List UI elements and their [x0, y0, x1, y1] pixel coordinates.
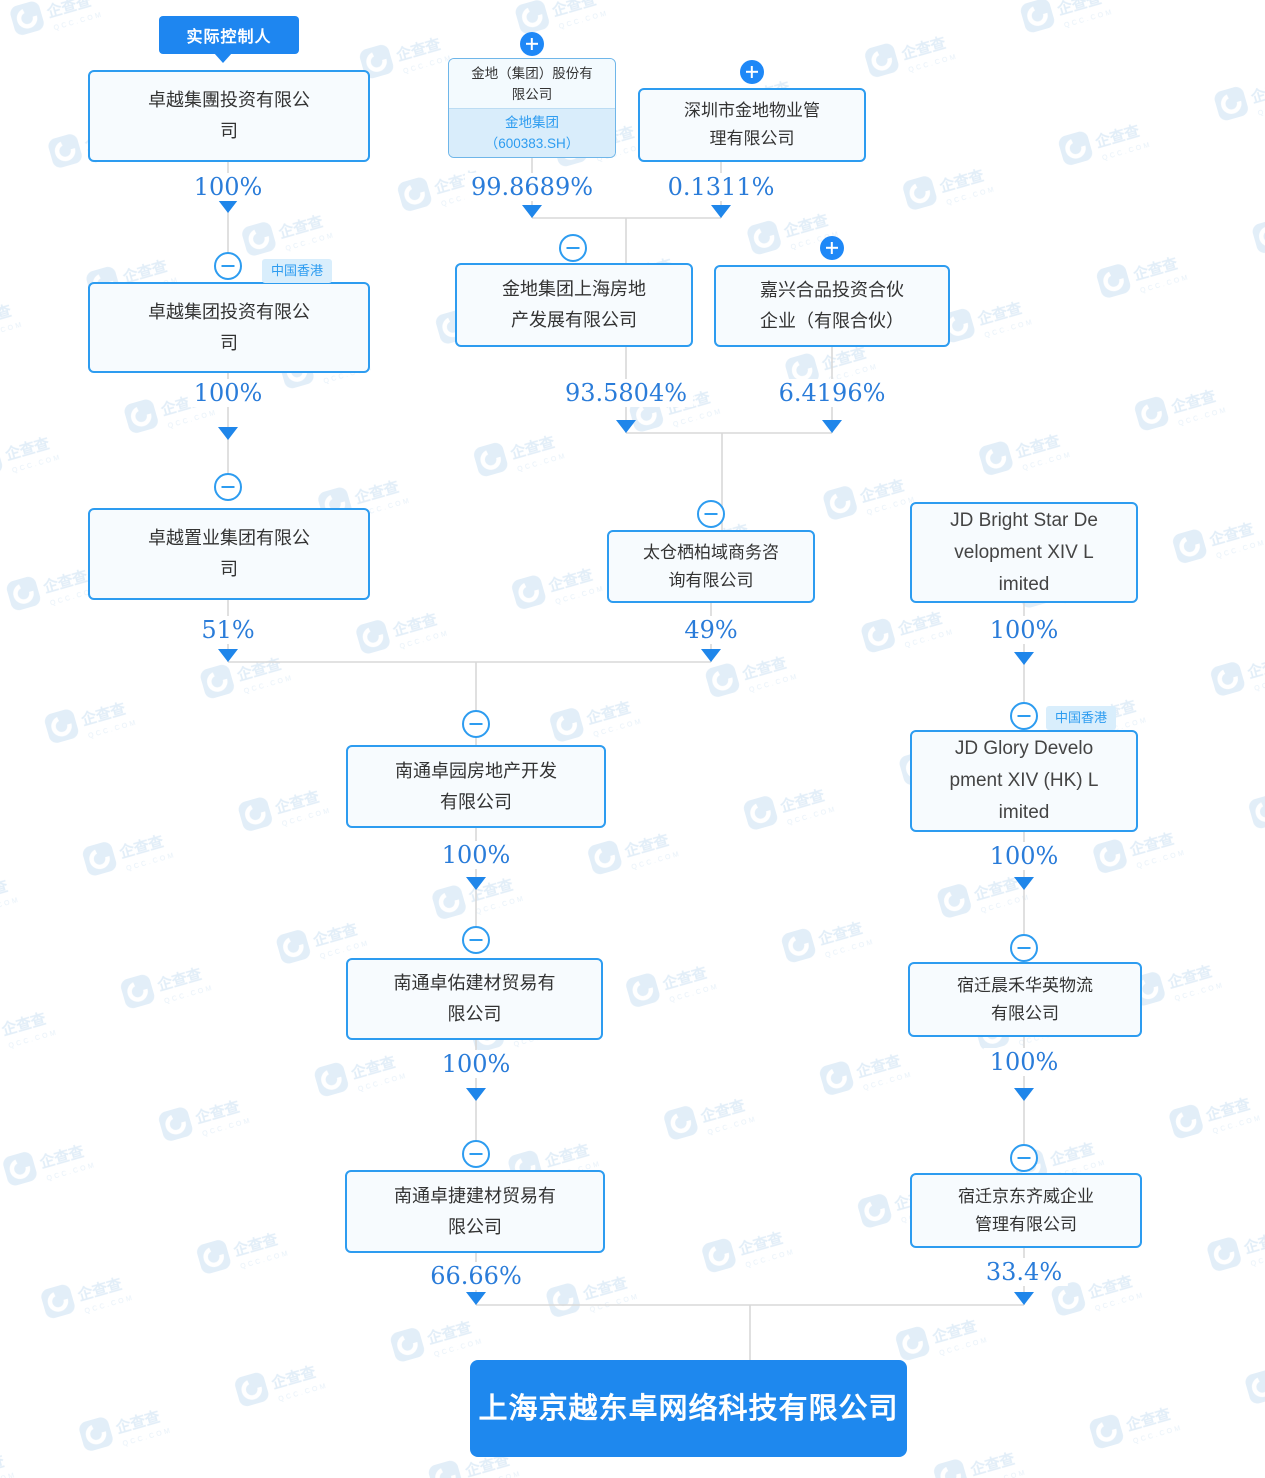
company-name-line: 卓越置业集团有限公	[148, 528, 310, 548]
company-name-line: 深圳市金地物业管	[684, 101, 820, 120]
company-name-line: 卓越集团投资有限公	[148, 301, 310, 322]
listed-company-name: 金地（集团）股份有 限公司	[449, 59, 615, 108]
actual-controller-badge: 实际控制人	[159, 16, 299, 63]
ownership-percentage: 51%	[195, 616, 261, 644]
ownership-percentage: 33.4%	[979, 1258, 1069, 1286]
collapse-icon[interactable]	[462, 710, 490, 738]
company-name-line: 理有限公司	[709, 129, 795, 148]
collapse-icon[interactable]	[559, 234, 587, 262]
company-node-shanghai-jingyue-dongzhuo-target[interactable]: 上海京越东卓网络科技有限公司	[470, 1360, 907, 1457]
ownership-percentage: 100%	[983, 1048, 1065, 1076]
company-node-jd-bright-star[interactable]: JD Bright Star De velopment XIV L imited	[910, 502, 1138, 603]
company-name-line: 南通卓园房地产开发	[395, 760, 557, 781]
company-name-line: 嘉兴合品投资合伙	[760, 280, 904, 300]
expand-icon[interactable]	[740, 60, 764, 84]
company-name-line: 有限公司	[440, 791, 512, 812]
collapse-icon[interactable]	[1010, 702, 1038, 730]
company-name-line: 有限公司	[991, 1003, 1059, 1023]
company-name-line: velopment XIV L	[954, 541, 1094, 563]
region-tag-hk: 中国香港	[262, 259, 333, 283]
company-name-line: 太仓栖柏域商务咨	[643, 542, 779, 562]
company-name-line: 金地集团上海房地	[502, 279, 646, 299]
company-node-nantong-zhuoyou-building-materials[interactable]: 南通卓佑建材贸易有 限公司	[346, 958, 603, 1040]
ownership-percentage: 6.4196%	[772, 379, 892, 407]
region-tag-hk: 中国香港	[1046, 706, 1117, 730]
ownership-percentage: 100%	[435, 1050, 517, 1078]
collapse-icon[interactable]	[697, 500, 725, 528]
ownership-percentage: 100%	[983, 842, 1065, 870]
company-name-line: JD Bright Star De	[950, 509, 1098, 531]
ownership-percentage: 93.5804%	[558, 379, 694, 407]
company-name-line: imited	[998, 573, 1050, 595]
expand-icon[interactable]	[520, 32, 544, 56]
collapse-icon[interactable]	[1010, 934, 1038, 962]
company-node-jiaxing-hepin-partnership[interactable]: 嘉兴合品投资合伙 企业（有限合伙）	[714, 265, 950, 347]
ownership-percentage: 100%	[187, 379, 269, 407]
company-node-zhuoyue-real-estate-group[interactable]: 卓越置业集团有限公 司	[88, 508, 370, 600]
actual-controller-label: 实际控制人	[186, 29, 272, 46]
company-node-jd-glory-hk[interactable]: JD Glory Develo pment XIV (HK) L imited	[910, 730, 1138, 832]
company-node-suqian-jd-qiwei-management[interactable]: 宿迁京东齐威企业 管理有限公司	[910, 1173, 1142, 1248]
ownership-percentage: 100%	[983, 616, 1065, 644]
company-name-line: 限公司	[448, 1216, 502, 1237]
company-node-suqian-chenhe-huaying-logistics[interactable]: 宿迁晨禾华英物流 有限公司	[908, 962, 1142, 1037]
company-node-gemdale-shanghai-realestate[interactable]: 金地集团上海房地 产发展有限公司	[455, 263, 693, 347]
company-name-line: 限公司	[511, 86, 553, 102]
company-name-line: 卓越集團投资有限公	[148, 90, 310, 110]
company-node-gemdale-group[interactable]: 金地（集团）股份有 限公司 金地集团 （600383.SH）	[448, 58, 616, 158]
company-name-line: 金地（集团）股份有	[471, 65, 593, 81]
company-name-line: 产发展有限公司	[511, 310, 637, 330]
company-name-line: 管理有限公司	[975, 1214, 1077, 1234]
company-name-line: pment XIV (HK) L	[949, 770, 1099, 791]
stock-alias: 金地集团	[505, 115, 559, 130]
company-node-shenzhen-gemdale-property[interactable]: 深圳市金地物业管 理有限公司	[638, 88, 866, 162]
company-name-line: 司	[220, 332, 238, 353]
collapse-icon[interactable]	[214, 473, 242, 501]
ownership-percentage: 100%	[435, 841, 517, 869]
stock-info-panel[interactable]: 金地集团 （600383.SH）	[449, 108, 615, 157]
company-node-taicang-qibaiyu-consulting[interactable]: 太仓栖柏域商务咨 询有限公司	[607, 530, 815, 603]
stock-code: （600383.SH）	[484, 136, 580, 151]
company-node-nantong-zhuoyuan-realestate[interactable]: 南通卓园房地产开发 有限公司	[346, 745, 606, 828]
company-name-line: 司	[220, 121, 238, 141]
company-name-line: 南通卓佑建材贸易有	[393, 973, 556, 993]
ownership-percentage: 49%	[678, 616, 744, 644]
company-node-zhuoyue-group-investment-hk[interactable]: 卓越集团投资有限公 司	[88, 282, 370, 373]
company-name-line: 限公司	[447, 1004, 502, 1024]
company-name-line: 宿迁晨禾华英物流	[957, 975, 1093, 995]
collapse-icon[interactable]	[462, 1140, 490, 1168]
company-name-line: imited	[998, 802, 1050, 823]
company-name-line: 企业（有限合伙）	[760, 311, 904, 331]
ownership-arrowheads	[218, 200, 1034, 1305]
company-name-line: 南通卓捷建材贸易有	[394, 1185, 556, 1206]
ownership-percentage: 66.66%	[424, 1262, 528, 1290]
company-node-nantong-zhuojie-building-materials[interactable]: 南通卓捷建材贸易有 限公司	[345, 1170, 605, 1253]
ownership-percentage: 0.1311%	[661, 173, 781, 201]
company-name-line: 询有限公司	[668, 570, 754, 590]
collapse-icon[interactable]	[214, 252, 242, 280]
company-name-line: 上海京越东卓网络科技有限公司	[478, 1392, 899, 1425]
company-name-line: JD Glory Develo	[954, 738, 1094, 759]
company-name-line: 宿迁京东齐威企业	[958, 1186, 1094, 1206]
collapse-icon[interactable]	[462, 926, 490, 954]
ownership-percentage: 99.8689%	[464, 173, 600, 201]
expand-icon[interactable]	[820, 236, 844, 260]
company-node-zhuoyue-group-investment-tw[interactable]: 卓越集團投资有限公 司	[88, 70, 370, 162]
company-name-line: 司	[220, 559, 238, 579]
collapse-icon[interactable]	[1010, 1144, 1038, 1172]
ownership-percentage: 100%	[187, 173, 269, 201]
